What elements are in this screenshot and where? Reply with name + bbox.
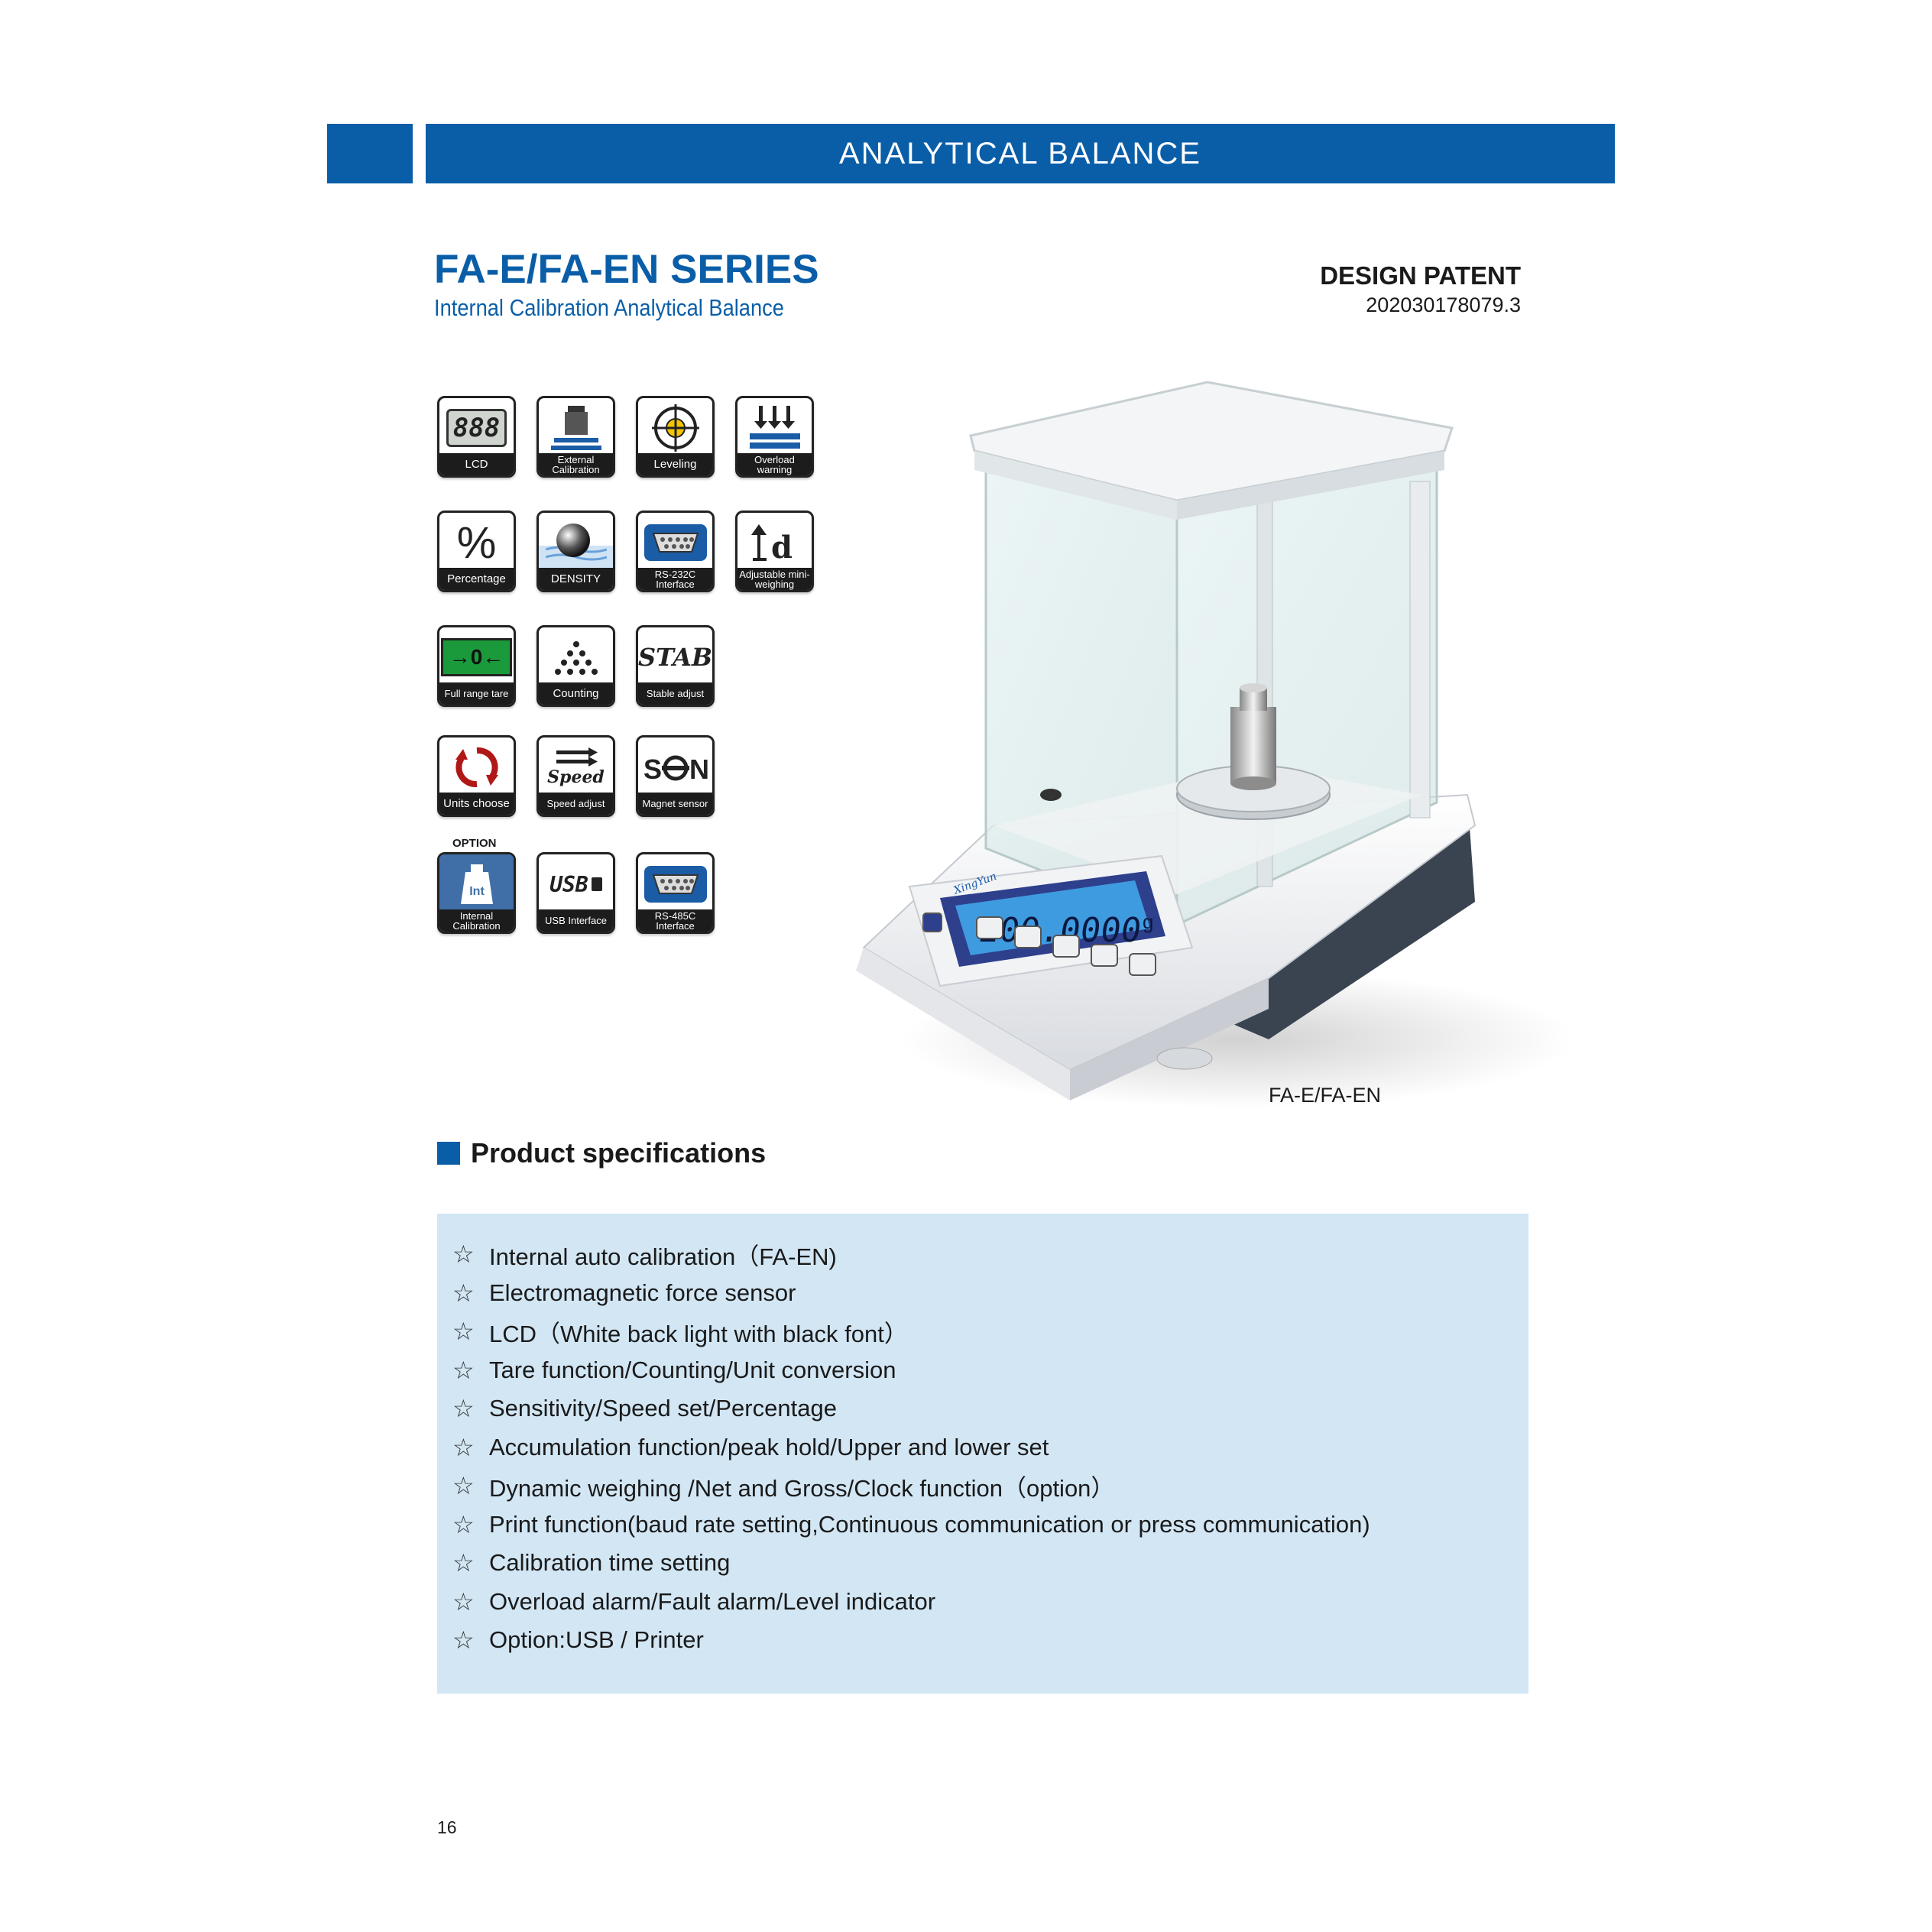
list-item: ☆Option:USB / Printer [452,1626,704,1655]
analytical-balance-illustration: 200.0000 g XingYun [856,381,1574,1108]
usb-icon: USB [539,854,613,914]
list-item: ☆Overload alarm/Fault alarm/Level indica… [452,1587,936,1616]
stab-icon: STAB [638,627,712,687]
list-item: ☆Accumulation function/peak hold/Upper a… [452,1433,1049,1461]
lcd-digits-text: 888 [446,409,507,447]
feature-label: External Calibration [539,453,613,475]
spec-title: Product specifications [471,1137,767,1169]
option-label: OPTION [452,837,497,850]
feature-adjustable-mini-weighing: d Adjustable mini-weighing [735,511,814,592]
header-title: ANALYTICAL BALANCE [839,136,1201,170]
list-item: ☆Electromagnetic force sensor [452,1279,796,1307]
tare-icon: →0← [439,627,514,687]
star-icon: ☆ [452,1510,475,1538]
feature-units-choose: Units choose [437,735,516,817]
feature-external-calibration: External Calibration [536,396,615,478]
header-accent-block [327,124,413,183]
feature-label: DENSITY [539,568,613,590]
svg-text:N: N [689,754,709,785]
feature-leveling: Leveling [636,396,715,478]
feature-label: Internal Calibration [439,909,514,932]
feature-percentage: % Percentage [437,511,516,592]
list-item: ☆LCD（White back light with black font） [452,1318,908,1347]
usb-plug-shape [591,877,602,891]
page-number: 16 [437,1817,457,1837]
feature-usb-interface: USB USB Interface [536,852,615,934]
feature-rs232c: RS-232C Interface [636,511,715,592]
star-icon: ☆ [452,1240,475,1269]
tare-text: →0← [440,638,513,676]
feature-label: Overload warning [737,453,812,475]
feature-lcd: 888 LCD [437,396,516,478]
star-icon: ☆ [452,1472,475,1500]
feature-label: RS-232C Interface [638,568,712,590]
mini-weighing-icon: d [737,513,812,572]
percent-icon: % [456,517,497,568]
feature-full-range-tare: →0← Full range tare [437,625,516,707]
feature-density: DENSITY [536,511,615,592]
speed-text: Speed [547,767,605,787]
list-item: ☆Sensitivity/Speed set/Percentage [452,1395,837,1423]
series-subtitle: Internal Calibration Analytical Balance [434,294,784,321]
serial-port-icon [638,513,712,572]
feature-label: Full range tare [439,682,514,705]
density-ball-icon [539,513,613,572]
crosshair-level-icon [638,398,712,458]
feature-rs485c: RS-485C Interface [636,852,715,934]
product-caption: FA-E/FA-EN [1269,1084,1382,1107]
feature-internal-calibration: Int Internal Calibration [437,852,516,934]
series-title: FA-E/FA-EN SERIES [434,247,819,292]
spec-list: ☆Internal auto calibration（FA-EN) ☆Elect… [437,1214,1528,1694]
weight-icon [539,398,613,458]
patent-number: 202030178079.3 [1366,293,1521,316]
lcd-digits-icon: 888 [439,398,514,458]
star-icon: ☆ [452,1395,475,1423]
feature-overload-warning: Overload warning [735,396,814,478]
feature-label: Stable adjust [638,682,712,705]
feature-label: Percentage [439,568,514,590]
speed-icon: Speed [539,737,613,797]
list-item: ☆Tare function/Counting/Unit conversion [452,1356,896,1384]
units-cycle-icon [439,737,514,797]
star-icon: ☆ [452,1279,475,1307]
feature-label: Counting [539,682,613,705]
patent-title: DESIGN PATENT [1320,261,1521,290]
feature-label: RS-485C Interface [638,909,712,932]
star-icon: ☆ [452,1549,475,1577]
star-icon: ☆ [452,1587,475,1616]
counting-dots-icon [539,627,613,687]
d-letter: d [771,530,793,566]
list-item: ☆Print function(baud rate setting,Contin… [452,1510,1370,1538]
feature-speed-adjust: Speed Speed adjust [536,735,615,817]
internal-weight-icon: Int [439,854,514,914]
feature-label: LCD [439,453,514,475]
spec-heading: Product specifications [437,1137,766,1169]
star-icon: ☆ [452,1626,475,1655]
header-banner: ANALYTICAL BALANCE [426,124,1615,183]
star-icon: ☆ [452,1356,475,1384]
list-item: ☆Internal auto calibration（FA-EN) [452,1240,837,1270]
svg-text:S: S [643,754,662,785]
star-icon: ☆ [452,1318,475,1346]
feature-label: Adjustable mini-weighing [737,568,812,590]
feature-label: Speed adjust [539,793,613,815]
feature-label: Magnet sensor [638,793,712,815]
stab-text: STAB [637,643,713,672]
list-item: ☆Dynamic weighing /Net and Gross/Clock f… [452,1472,1115,1502]
lcd-unit: g [1143,910,1153,933]
feature-stable-adjust: STAB Stable adjust [636,625,715,707]
feature-label: Units choose [439,793,514,815]
magnet-sensor-icon: S N [638,737,712,797]
overload-arrows-icon [737,398,812,458]
star-icon: ☆ [452,1433,475,1461]
feature-label: USB Interface [539,909,613,932]
serial-port-icon [638,854,712,914]
feature-label: Leveling [638,453,712,475]
int-text: Int [469,885,485,898]
feature-magnet-sensor: S N Magnet sensor [636,735,715,817]
feature-counting: Counting [536,625,615,707]
square-bullet-icon [437,1142,460,1165]
list-item: ☆Calibration time setting [452,1549,731,1577]
usb-text: USB [549,871,588,897]
